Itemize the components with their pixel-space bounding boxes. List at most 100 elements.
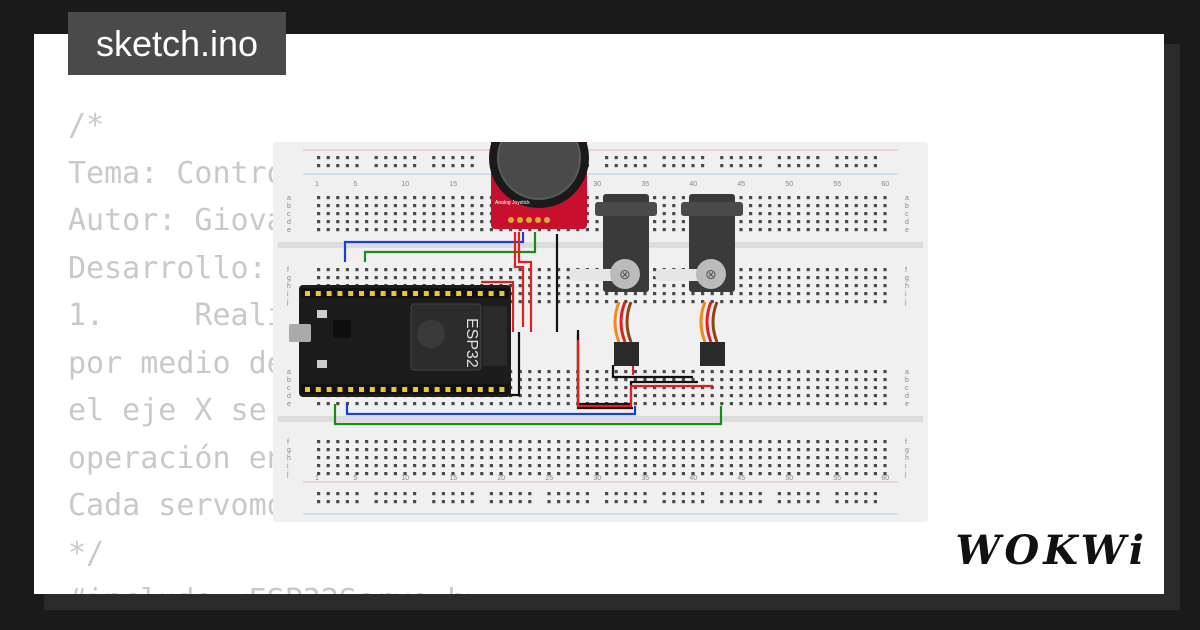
column-number: 40 [689,181,697,188]
breadboard-hole [749,492,753,496]
breadboard-hole [326,464,330,468]
breadboard-hole [777,386,781,390]
breadboard-hole [883,268,887,272]
breadboard-hole [691,300,695,304]
breadboard-hole [480,228,484,232]
wire-blue [343,232,525,262]
breadboard-hole [441,464,445,468]
breadboard-hole [691,292,695,296]
breadboard-hole [739,220,743,224]
breadboard-hole [873,276,877,280]
breadboard-hole [336,164,340,168]
esp32-pin [337,291,343,296]
breadboard-hole [547,464,551,468]
breadboard-hole [653,448,657,452]
breadboard-hole [825,464,829,468]
breadboard-hole [614,394,618,398]
wokwi-logo[interactable]: WOKWi [955,527,1148,574]
breadboard-hole [873,394,877,398]
breadboard-hole [787,164,791,168]
breadboard-hole [777,448,781,452]
breadboard-hole [672,156,676,160]
code-line: #include <ESP32Servo.h> [68,577,899,594]
breadboard-hole [845,220,849,224]
breadboard-hole [729,472,733,476]
breadboard-hole [758,204,762,208]
breadboard-hole [365,472,369,476]
breadboard-hole [374,464,378,468]
breadboard-hole [528,440,532,444]
breadboard-hole [595,440,599,444]
breadboard-hole [883,196,887,200]
breadboard-hole [518,378,522,382]
center-channel [278,242,923,248]
breadboard-hole [777,292,781,296]
breadboard-hole [566,500,570,504]
breadboard-hole [864,456,868,460]
breadboard-hole [787,472,791,476]
breadboard-hole [681,220,685,224]
breadboard-hole [451,220,455,224]
breadboard-hole [729,464,733,468]
breadboard-hole [317,204,321,208]
breadboard-hole [653,456,657,460]
file-tab[interactable]: sketch.ino [68,12,286,75]
breadboard-hole [729,378,733,382]
breadboard-hole [864,284,868,288]
breadboard-hole [825,370,829,374]
breadboard-hole [864,164,868,168]
breadboard-hole [480,268,484,272]
breadboard-hole [845,196,849,200]
breadboard-hole [825,440,829,444]
breadboard-hole [317,448,321,452]
breadboard-hole [845,204,849,208]
breadboard-hole [797,220,801,224]
breadboard-hole [873,228,877,232]
breadboard-hole [806,402,810,406]
breadboard-hole [835,440,839,444]
breadboard-hole [720,386,724,390]
breadboard-hole [461,500,465,504]
breadboard-hole [537,300,541,304]
breadboard-hole [480,204,484,208]
breadboard-hole [720,472,724,476]
breadboard-hole [480,196,484,200]
breadboard-hole [422,276,426,280]
breadboard-hole [345,448,349,452]
breadboard-hole [528,276,532,280]
breadboard-hole [883,300,887,304]
breadboard-hole [384,156,388,160]
breadboard-hole [720,448,724,452]
breadboard-hole [701,440,705,444]
esp32-pin [499,387,505,392]
esp32-pin [477,387,483,392]
breadboard-hole [806,284,810,288]
breadboard-hole [461,402,465,406]
breadboard-hole [595,378,599,382]
breadboard-hole [777,268,781,272]
breadboard-hole [403,204,407,208]
breadboard-hole [883,204,887,208]
breadboard-hole [662,378,666,382]
breadboard-hole [317,440,321,444]
wire-blue [345,404,637,416]
breadboard-hole [653,284,657,288]
breadboard-hole [355,156,359,160]
esp32-pin [499,291,505,296]
breadboard-hole [739,500,743,504]
breadboard-hole [374,156,378,160]
breadboard-hole [528,292,532,296]
breadboard-hole [797,164,801,168]
breadboard-hole [643,500,647,504]
breadboard-hole [422,268,426,272]
chip [333,320,351,338]
breadboard-hole [432,196,436,200]
breadboard-hole [797,300,801,304]
breadboard-hole [787,378,791,382]
breadboard-hole [787,292,791,296]
breadboard-hole [806,472,810,476]
breadboard-hole [537,276,541,280]
breadboard-hole [393,440,397,444]
breadboard-hole [758,300,762,304]
breadboard-hole [326,204,330,208]
